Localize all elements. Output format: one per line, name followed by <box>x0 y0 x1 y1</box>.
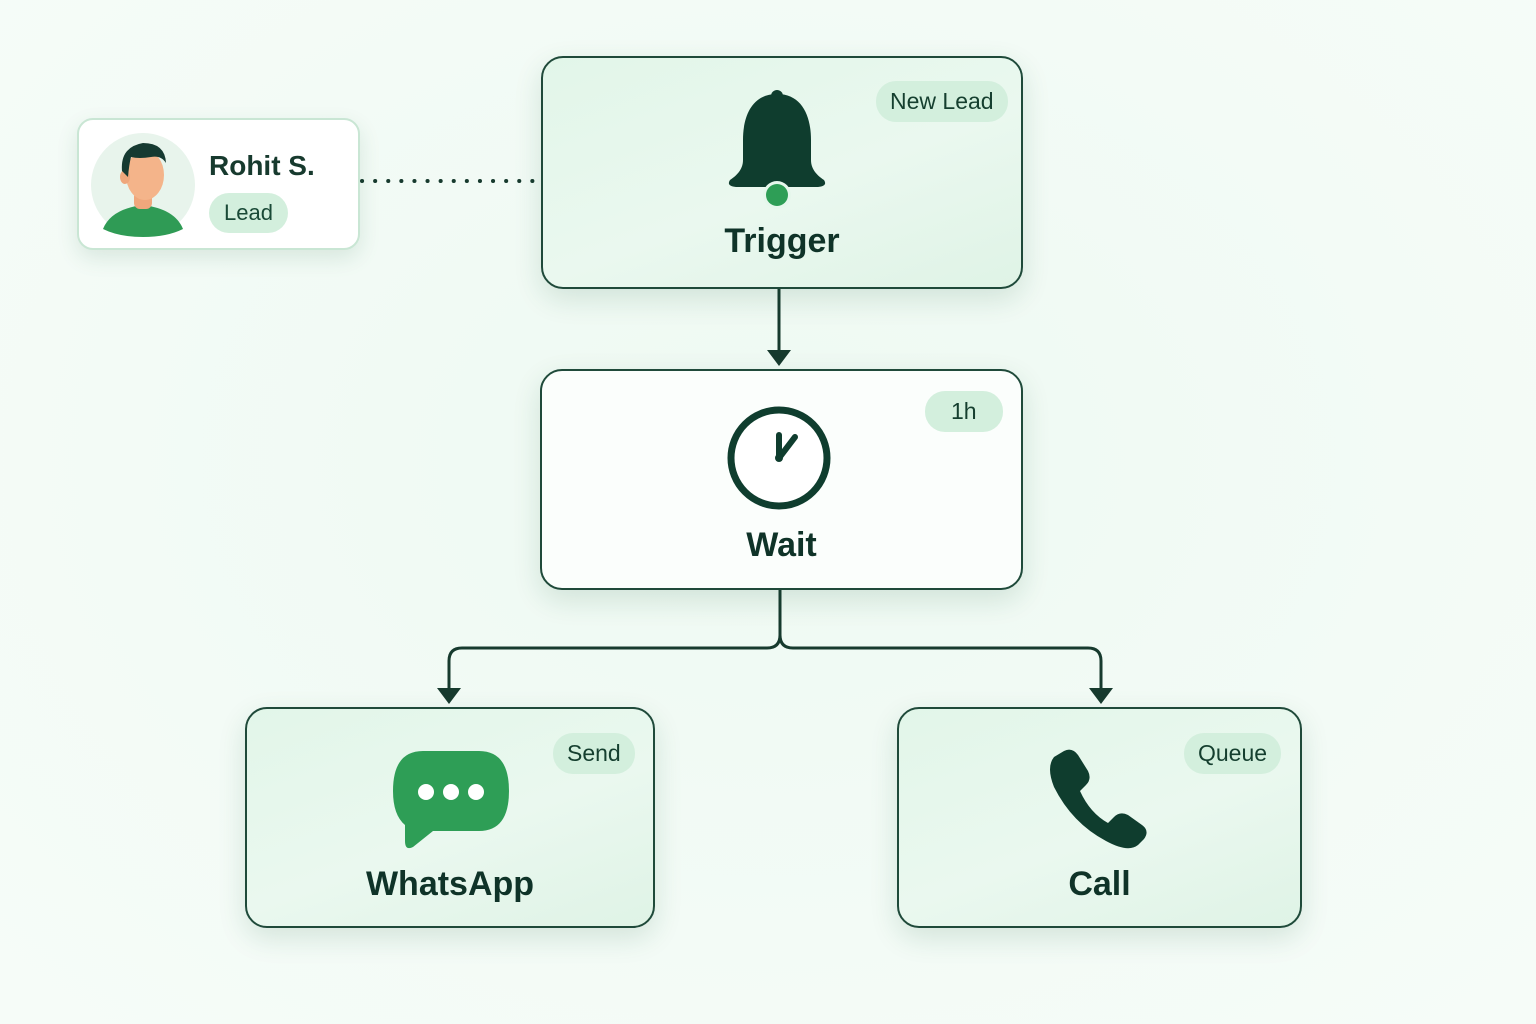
bell-icon <box>728 90 826 209</box>
call-title: Call <box>1068 865 1131 903</box>
phone-icon <box>1050 749 1147 849</box>
call-node[interactable]: Queue Call <box>897 707 1302 928</box>
lead-card[interactable]: Rohit S. Lead <box>77 118 360 250</box>
branch-call-arrow <box>1089 688 1113 704</box>
branch-whatsapp-arrow <box>437 688 461 704</box>
whatsapp-title: WhatsApp <box>365 865 535 903</box>
whatsapp-badge: Send <box>553 733 635 774</box>
wait-title: Wait <box>746 526 817 564</box>
chat-bubble-icon <box>393 751 509 849</box>
trigger-badge: New Lead <box>876 81 1008 122</box>
trigger-title: Trigger <box>724 222 840 260</box>
clock-icon <box>727 406 831 510</box>
trigger-to-wait-arrow <box>767 350 791 366</box>
wait-badge: 1h <box>925 391 1003 432</box>
call-badge: Queue <box>1184 733 1282 774</box>
lead-name: Rohit S. <box>209 150 315 181</box>
whatsapp-node[interactable]: Send WhatsApp <box>245 707 655 928</box>
avatar <box>91 133 195 237</box>
wait-to-branches-line <box>447 590 1103 690</box>
lead-status-badge: Lead <box>209 193 288 233</box>
trigger-node[interactable]: New Lead Trigger <box>541 56 1023 289</box>
wait-node[interactable]: 1h Wait <box>540 369 1023 590</box>
